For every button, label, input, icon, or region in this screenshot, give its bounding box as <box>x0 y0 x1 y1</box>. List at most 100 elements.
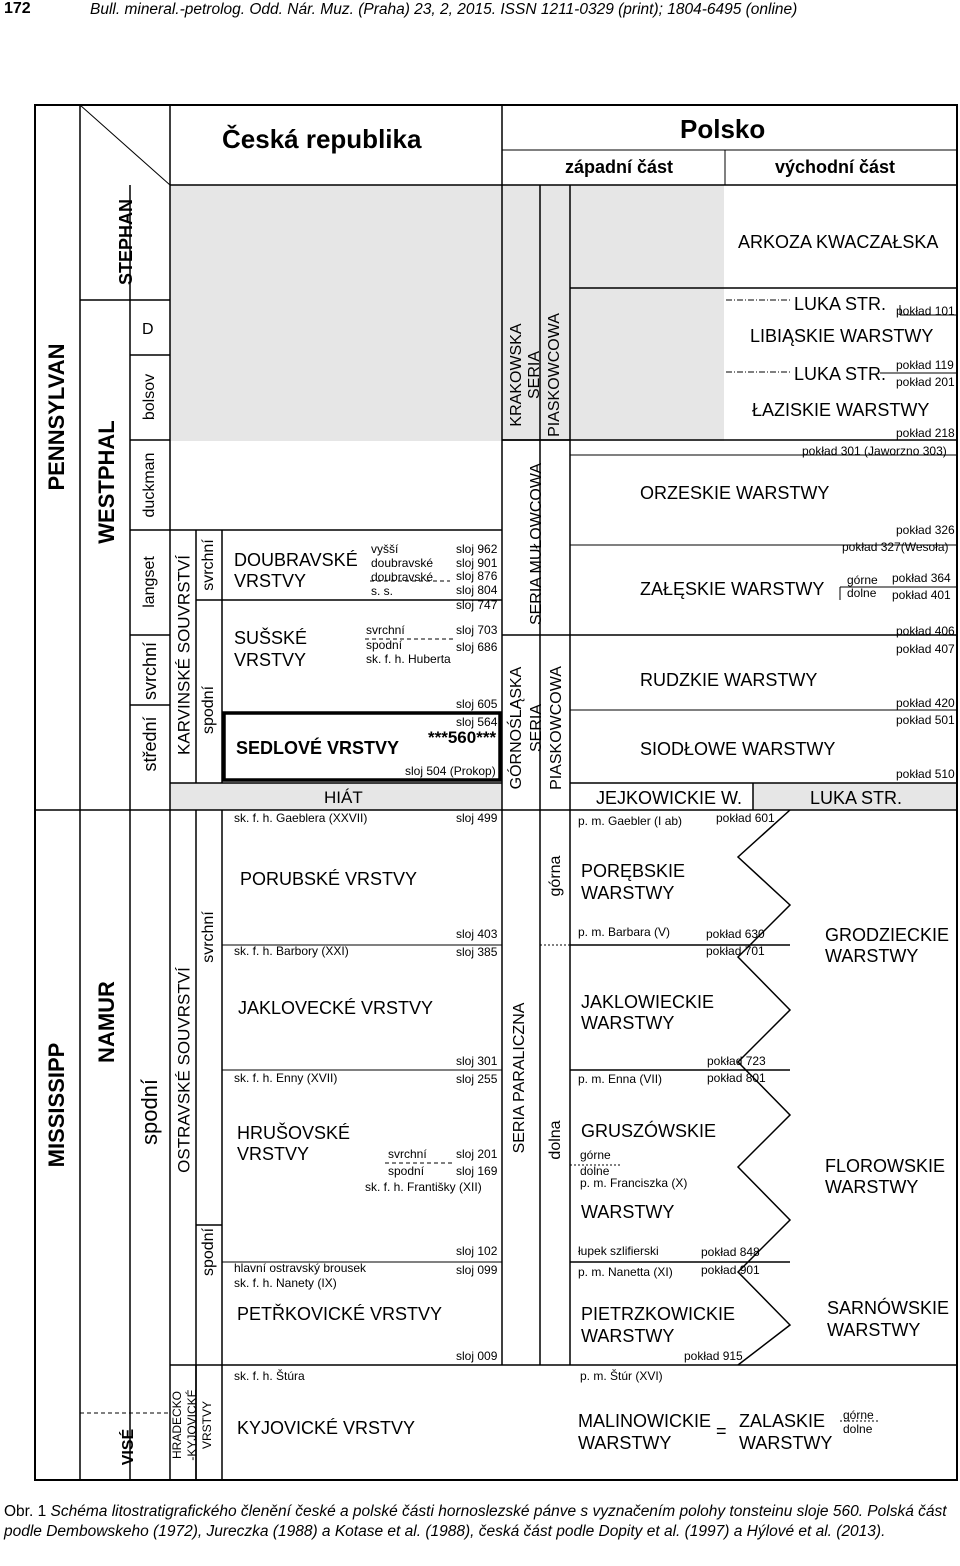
cz-sloj-804: sloj 804 <box>456 583 498 597</box>
cz-doubravske-2: VRSTVY <box>234 571 307 591</box>
pl-florowskie-2: WARSTWY <box>825 1177 919 1197</box>
pl-p801: pokład 801 <box>707 1071 766 1085</box>
figure-caption: Obr. 1 Schéma litostratigrafického členě… <box>4 1502 956 1542</box>
subsuite-spodni-o: spodní <box>200 1227 217 1277</box>
pl-orzeskie: ORZESKIE WARSTWY <box>640 483 830 503</box>
pl-stur: p. m. Štúr (XVI) <box>580 1369 663 1383</box>
pl-p301: pokład 301 (Jaworzno 303) <box>802 444 947 458</box>
cz-spodni-s: spodní <box>366 638 403 652</box>
pl-sarnowskie-2: WARSTWY <box>827 1320 921 1340</box>
cz-sloj-605: sloj 605 <box>456 697 498 711</box>
pl-gornoslaska-2: SERIA <box>528 703 545 753</box>
pl-p407: pokład 407 <box>896 642 955 656</box>
cz-sloj-099: sloj 099 <box>456 1263 498 1277</box>
pl-paraliczna: SERIA PARALICZNA <box>511 1002 528 1154</box>
pl-lupek: łupek szlifierski <box>578 1244 659 1258</box>
pl-mulowcowa: SERIA MUŁOWCOWA <box>528 462 545 626</box>
cz-sloj-962: sloj 962 <box>456 542 498 556</box>
pl-luka-3: LUKA STR. <box>810 788 903 808</box>
pl-p420: pokład 420 <box>896 696 955 710</box>
pl-franciszka: p. m. Franciszka (X) <box>580 1176 688 1190</box>
cz-kyjovicke: KYJOVICKÉ VRSTVY <box>237 1418 416 1438</box>
pl-laziskie: ŁAZISKIE WARSTWY <box>752 400 930 420</box>
cz-petrkovicke: PETŘKOVICKÉ VRSTVY <box>237 1304 443 1324</box>
pl-libiaskie: LIBIĄSKIE WARSTWY <box>750 326 934 346</box>
pl-nanetta: p. m. Nanetta (XI) <box>578 1265 673 1279</box>
stratigraphic-chart-lines <box>34 104 958 1481</box>
country-cz: Česká republika <box>222 124 422 154</box>
pl-p406: pokład 406 <box>896 624 955 638</box>
pl-equals: = <box>716 1421 727 1441</box>
pl-siodlowe: SIODŁOWE WARSTWY <box>640 739 836 759</box>
cz-enny: sk. f. h. Enny (XVII) <box>234 1071 338 1085</box>
pl-dolne-1: dolne <box>847 586 877 600</box>
caption-label: Obr. 1 <box>4 1503 47 1520</box>
cz-nanety: sk. f. h. Nanety (IX) <box>234 1276 337 1290</box>
pl-gorna: górna <box>547 855 564 897</box>
stage-langset: langset <box>141 556 158 608</box>
suite-karvinske: KARVINSKÉ SOUVRSTVÍ <box>174 555 194 755</box>
pl-grodzieckie-2: WARSTWY <box>825 946 919 966</box>
stage-stredni: střední <box>140 716 160 772</box>
suite-vrstvy: VRSTVY <box>200 1400 214 1450</box>
cz-spodni-h: spodní <box>388 1164 425 1178</box>
pl-gorne-1: górne <box>847 573 878 587</box>
cz-susske-1: SUŠSKÉ <box>234 628 308 648</box>
pl-zalaskie-2: WARSTWY <box>739 1433 833 1453</box>
cz-svrchni-s: svrchní <box>366 623 405 637</box>
pl-malinowickie-1: MALINOWICKIE <box>578 1411 712 1431</box>
pl-west-header: západní část <box>565 157 674 177</box>
pl-krakowska-1: KRAKOWSKA <box>508 323 525 427</box>
cz-jaklovecke: JAKLOVECKÉ VRSTVY <box>238 998 434 1018</box>
pl-zaleskie: ZAŁĘSKIE WARSTWY <box>640 579 825 599</box>
cz-sloj-876: sloj 876 <box>456 569 498 583</box>
pl-gaebler: p. m. Gaebler (I ab) <box>578 814 683 828</box>
pl-p364: pokład 364 <box>892 571 951 585</box>
suite-ostravske: OSTRAVSKÉ SOUVRSTVÍ <box>174 967 194 1173</box>
series-namur: NAMUR <box>94 981 119 1063</box>
system-pennsylvan: PENNSYLVAN <box>44 343 69 491</box>
pl-zalaskie-1: ZALASKIE <box>739 1411 826 1431</box>
pl-p218: pokład 218 <box>896 426 955 440</box>
pl-p915: pokład 915 <box>684 1349 743 1363</box>
page-header: 172 Bull. mineral.-petrolog. Odd. Nár. M… <box>0 0 960 22</box>
system-mississipp: MISSISSIPP <box>44 1042 69 1168</box>
cz-gaeblera: sk. f. h. Gaeblera (XXVII) <box>234 811 368 825</box>
subsuite-svrchni-o: svrchní <box>200 911 217 963</box>
cz-brousek: hlavní ostravský brousek <box>234 1261 367 1275</box>
stage-svrchni: svrchní <box>140 641 160 701</box>
cz-sloj-403: sloj 403 <box>456 927 498 941</box>
pl-porebskie-1: PORĘBSKIE <box>581 861 686 881</box>
pl-sarnowskie-1: SARNÓWSKIE <box>827 1298 950 1318</box>
pl-p601: pokład 601 <box>716 811 775 825</box>
pl-gruszowskie-2: WARSTWY <box>581 1202 675 1222</box>
suite-hradecko: HRADECKO <box>170 1390 184 1460</box>
page-number: 172 <box>4 0 31 17</box>
cz-sloj-747: sloj 747 <box>456 598 498 612</box>
cz-sloj-564: sloj 564 <box>456 715 498 729</box>
pl-luka-2: LUKA STR. <box>794 364 887 384</box>
pl-jaklowieckie-2: WARSTWY <box>581 1013 675 1033</box>
pl-gruszowskie: GRUSZÓWSKIE <box>581 1121 717 1141</box>
cz-barbory: sk. f. h. Barbory (XXI) <box>234 944 349 958</box>
cz-hrusovske-1: HRUŠOVSKÉ <box>237 1123 351 1143</box>
journal-citation: Bull. mineral.-petrolog. Odd. Nár. Muz. … <box>90 1 798 18</box>
cz-doubravske-a: doubravské <box>371 556 434 570</box>
pl-p701: pokład 701 <box>706 944 765 958</box>
subsuite-spodni-k: spodní <box>200 685 217 735</box>
pl-p901: pokład 901 <box>701 1263 760 1277</box>
pl-p848: pokład 848 <box>701 1245 760 1259</box>
pl-gorne-2: górne <box>580 1148 611 1162</box>
pl-jejkowickie: JEJKOWICKIE W. <box>596 788 743 808</box>
cz-sloj-009: sloj 009 <box>456 1349 498 1363</box>
pl-enna: p. m. Enna (VII) <box>578 1072 663 1086</box>
cz-sloj-504: sloj 504 (Prokop) <box>405 764 496 778</box>
pl-dolna: dolna <box>547 1120 564 1160</box>
cz-frantisky: sk. f. h. Františky (XII) <box>365 1180 482 1194</box>
cz-sloj-703: sloj 703 <box>456 623 498 637</box>
pl-east-header: východní část <box>775 157 896 177</box>
pl-p327: pokład 327(Wesoła) <box>842 540 949 554</box>
pl-luka-1: LUKA STR. <box>794 294 887 314</box>
pl-jaklowieckie-1: JAKLOWIECKIE <box>581 992 715 1012</box>
cz-hiat: HIÁT <box>324 788 363 807</box>
